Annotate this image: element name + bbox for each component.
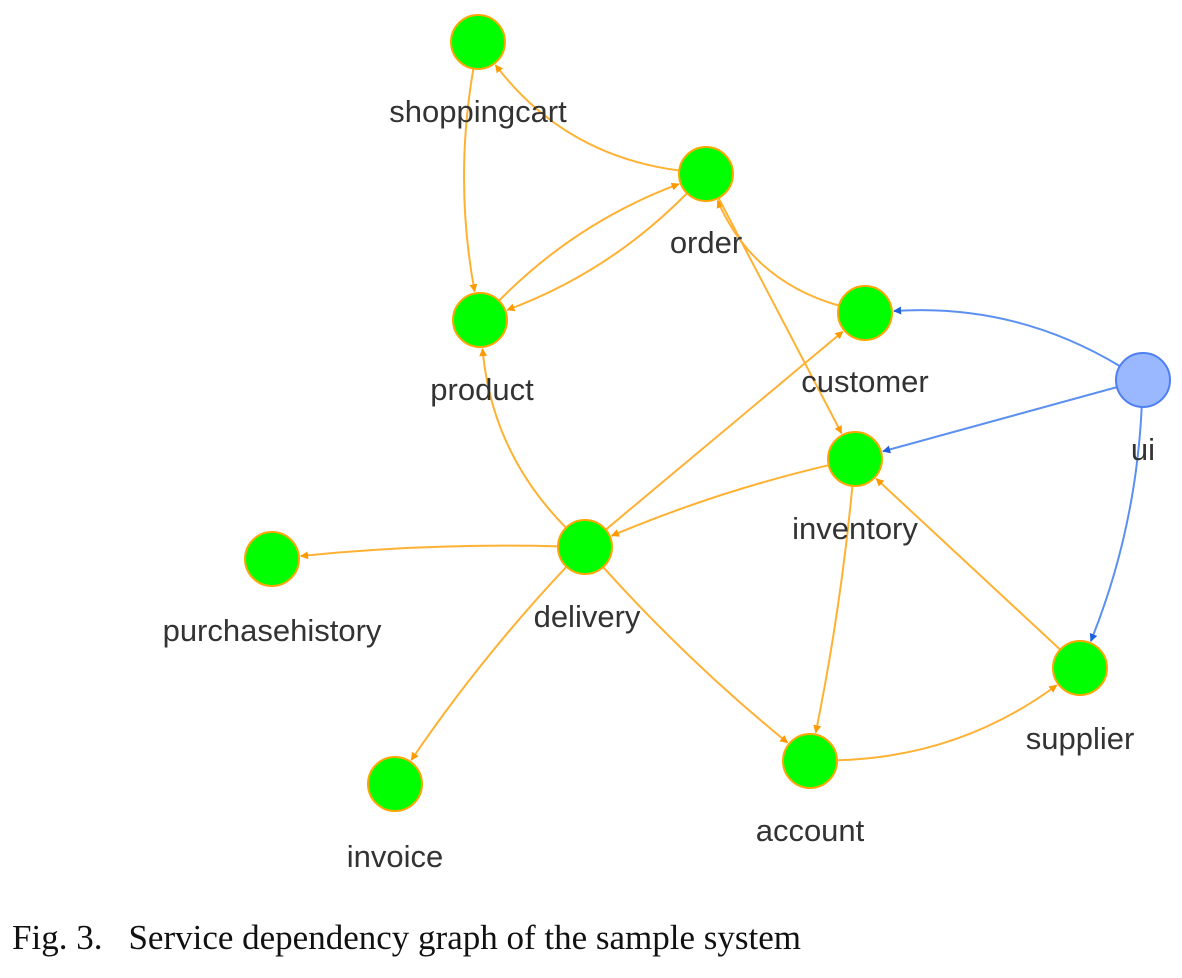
edge-order-to-product xyxy=(506,192,688,312)
caption-number: Fig. 3. xyxy=(12,918,103,957)
edge-delivery-to-account xyxy=(602,566,789,744)
node-label-account: account xyxy=(756,813,865,848)
node-label-customer: customer xyxy=(801,364,928,399)
node-circle-account xyxy=(782,733,838,789)
edge-inventory-to-delivery xyxy=(610,464,829,537)
edge-supplier-to-inventory xyxy=(875,478,1061,651)
node-label-product: product xyxy=(430,372,534,407)
edge-ui-to-supplier xyxy=(1089,406,1143,642)
edge-delivery-to-customer xyxy=(605,330,844,531)
edge-shoppingcart-to-product xyxy=(463,68,478,293)
edge-order-to-shoppingcart xyxy=(494,64,680,172)
node-invoice: invoice xyxy=(347,756,444,874)
node-purchasehistory: purchasehistory xyxy=(163,531,382,648)
node-circle-shoppingcart xyxy=(450,14,506,70)
edge-account-to-supplier xyxy=(836,684,1058,762)
node-label-delivery: delivery xyxy=(534,599,641,634)
edge-layer xyxy=(300,64,1143,762)
node-account: account xyxy=(756,733,865,848)
node-circle-ui xyxy=(1115,352,1171,408)
edge-delivery-to-product xyxy=(479,348,567,529)
edge-customer-to-order xyxy=(716,199,840,307)
node-layer: shoppingcart order product customer ui invent… xyxy=(163,14,1171,874)
node-circle-purchasehistory xyxy=(244,531,300,587)
dependency-graph: shoppingcart order product customer ui invent… xyxy=(163,14,1171,874)
edge-product-to-order xyxy=(498,182,680,302)
node-circle-inventory xyxy=(827,431,883,487)
node-inventory: inventory xyxy=(792,431,918,546)
node-shoppingcart: shoppingcart xyxy=(389,14,567,129)
node-label-purchasehistory: purchasehistory xyxy=(163,613,382,648)
figure-caption: Fig. 3. Service dependency graph of the s… xyxy=(12,918,1172,958)
node-circle-invoice xyxy=(367,756,423,812)
node-circle-product xyxy=(452,292,508,348)
edge-delivery-to-invoice xyxy=(410,565,568,761)
edge-delivery-to-purchasehistory xyxy=(300,544,559,560)
node-ui: ui xyxy=(1115,352,1171,467)
node-label-invoice: invoice xyxy=(347,839,444,874)
node-label-shoppingcart: shoppingcart xyxy=(389,94,567,129)
caption-text: Service dependency graph of the sample s… xyxy=(128,918,802,957)
node-circle-order xyxy=(678,146,734,202)
node-supplier: supplier xyxy=(1026,640,1135,756)
node-circle-customer xyxy=(837,285,893,341)
node-circle-delivery xyxy=(557,519,613,575)
node-customer: customer xyxy=(801,285,929,399)
node-order: order xyxy=(670,146,742,260)
edge-order-to-inventory xyxy=(717,197,843,435)
edge-inventory-to-account xyxy=(813,485,854,734)
node-label-ui: ui xyxy=(1131,432,1155,467)
node-label-supplier: supplier xyxy=(1026,721,1135,756)
node-label-order: order xyxy=(670,225,742,260)
node-delivery: delivery xyxy=(534,519,641,634)
node-label-inventory: inventory xyxy=(792,511,918,546)
edge-ui-to-customer xyxy=(893,306,1121,367)
node-product: product xyxy=(430,292,534,407)
node-circle-supplier xyxy=(1052,640,1108,696)
edge-ui-to-inventory xyxy=(882,386,1118,454)
